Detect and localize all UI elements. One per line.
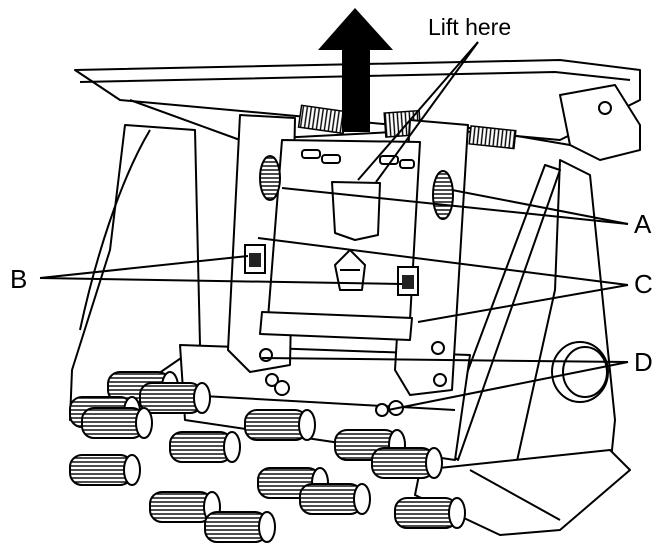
gear-rack [297,104,517,150]
roller-set [69,371,466,543]
label-d: D [634,347,653,377]
lift-arrow [318,8,393,132]
label-a: A [634,209,652,239]
handle-a-right [432,170,454,220]
latch-b-left [244,244,266,274]
lift-here-label: Lift here [428,14,511,40]
leader-lines [39,41,629,411]
handle-a-left [259,155,281,201]
label-c: C [634,269,653,299]
label-b: B [10,264,27,294]
guide-plate [227,114,469,396]
machine-frame [69,59,641,536]
latch-b-right [397,266,419,296]
